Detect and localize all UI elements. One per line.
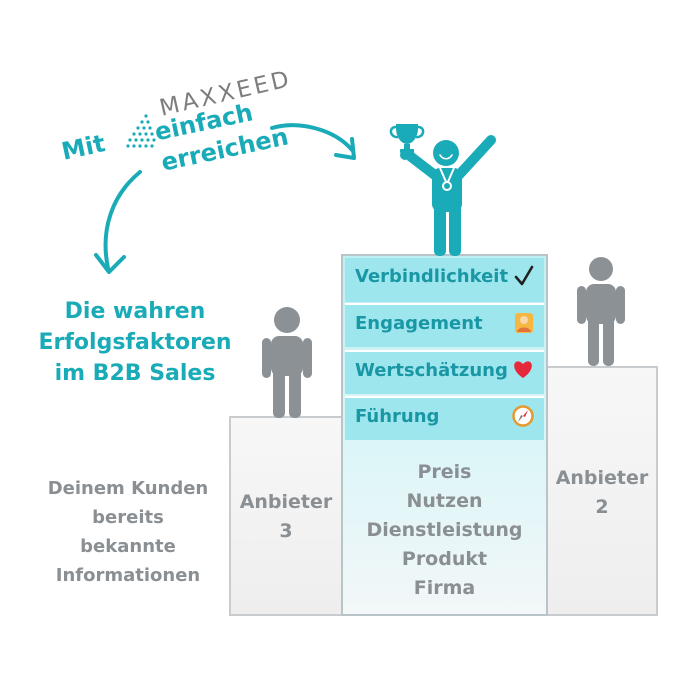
- basic-factors-list: Preis Nutzen Dienstleistung Produkt Firm…: [345, 458, 544, 603]
- basic-factor: Nutzen: [345, 487, 544, 516]
- known-info-line2: bereits: [28, 503, 228, 532]
- podium-second-label: Anbieter 2: [548, 464, 656, 522]
- podium-third-line1: Anbieter: [231, 488, 341, 517]
- known-info-line1: Deinem Kunden: [28, 474, 228, 503]
- known-info-text: Deinem Kunden bereits bekannte Informati…: [28, 474, 228, 590]
- factor-label: Wertschätzung: [355, 360, 508, 381]
- podium-second: Anbieter 2: [546, 366, 658, 616]
- known-info-line3: bekannte: [28, 532, 228, 561]
- factor-label: Führung: [355, 406, 439, 427]
- basic-factor: Dienstleistung: [345, 516, 544, 545]
- podium-third-line2: 3: [231, 517, 341, 546]
- headline-line1: Die wahren: [26, 296, 244, 327]
- known-info-line4: Informationen: [28, 561, 228, 590]
- figure-third-place: [258, 306, 316, 418]
- podium-third: Anbieter 3: [229, 416, 343, 616]
- factor-verbindlichkeit: Verbindlichkeit: [345, 258, 544, 302]
- factor-wertschaetzung: Wertschätzung: [345, 350, 544, 394]
- factor-label: Engagement: [355, 313, 483, 334]
- basic-factor: Preis: [345, 458, 544, 487]
- headline-line3: im B2B Sales: [26, 358, 244, 389]
- basic-factor: Produkt: [345, 545, 544, 574]
- winner-figure: [388, 118, 498, 258]
- podium-second-line2: 2: [548, 493, 656, 522]
- podium-third-label: Anbieter 3: [231, 488, 341, 546]
- factor-engagement: Engagement: [345, 303, 544, 347]
- checkmark-icon: [514, 265, 534, 292]
- factor-label: Verbindlichkeit: [355, 266, 508, 287]
- podium-second-line1: Anbieter: [548, 464, 656, 493]
- basic-factor: Firma: [345, 574, 544, 603]
- heart-icon: [512, 359, 534, 384]
- arrow-down-head: [96, 255, 124, 272]
- headline-line2: Erfolgsfaktoren: [26, 327, 244, 358]
- headline: Die wahren Erfolgsfaktoren im B2B Sales: [26, 296, 244, 389]
- arrow-down: [106, 172, 140, 268]
- figure-second-place: [574, 256, 628, 366]
- factor-fuehrung: Führung: [345, 396, 544, 440]
- person-icon: [514, 312, 534, 339]
- compass-icon: [512, 405, 534, 432]
